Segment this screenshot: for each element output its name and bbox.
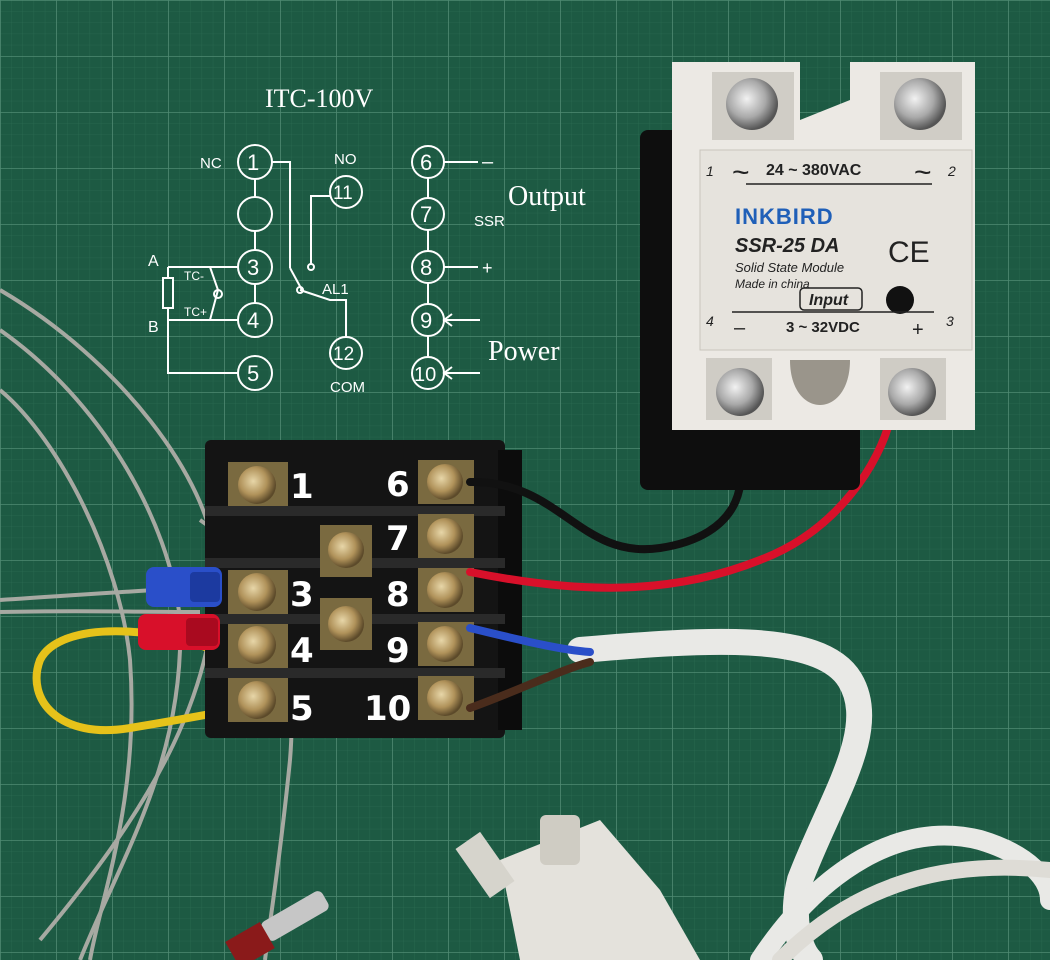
block-label-6: 6 (386, 465, 410, 505)
block-labels-left: 1 3 4 5 (290, 467, 314, 729)
diagram-nc: NC (200, 155, 222, 172)
diagram-output: Output (508, 181, 586, 212)
ssr-model: SSR-25 DA (735, 235, 839, 257)
ssr-plus: + (912, 319, 924, 341)
red-wire (466, 416, 894, 592)
terminal-8: 8 (420, 255, 432, 280)
ssr-minus: – (734, 317, 746, 339)
diagram-labels: ITC-100V NC NO A B TC- TC+ AL1 COM 1 3 4… (148, 84, 586, 396)
ssr-pin-1: 1 (706, 163, 714, 179)
ssr-dc-range: 3 ~ 32VDC (786, 319, 860, 336)
yellow-jumper-wire (32, 627, 249, 735)
block-label-7: 7 (386, 519, 410, 559)
terminal-12: 12 (333, 344, 354, 365)
block-label-9: 9 (386, 631, 410, 671)
ssr-ac-range: 24 ~ 380VAC (766, 162, 862, 179)
ssr-indicator-led (886, 286, 914, 314)
terminal-screws-left (228, 462, 288, 722)
ssr-input-label: Input (809, 292, 849, 309)
ssr-pin-3: 3 (946, 313, 954, 329)
terminal-5: 5 (247, 361, 259, 386)
diagram-plus: + (482, 258, 493, 278)
diagram-com: COM (330, 379, 365, 396)
diagram-b: B (148, 319, 159, 336)
ssr-tilde-right: ~ (914, 156, 932, 189)
terminal-3: 3 (247, 255, 259, 280)
terminal-7: 7 (420, 202, 432, 227)
terminal-11: 11 (333, 183, 353, 204)
wiring-diagram (162, 144, 480, 391)
diagram-a: A (148, 253, 159, 270)
diagram-tc-plus: TC+ (184, 305, 207, 319)
block-label-5: 5 (290, 689, 314, 729)
diagram-al1: AL1 (322, 281, 349, 298)
mains-cable (567, 628, 1050, 960)
terminal-9: 9 (420, 308, 432, 333)
blue-wire (466, 624, 594, 656)
ssr-description: Solid State Module (735, 260, 844, 275)
block-label-1: 1 (290, 467, 314, 507)
diagram-power: Power (488, 336, 560, 367)
block-label-3: 3 (290, 575, 314, 615)
ssr-pin-4: 4 (706, 313, 714, 329)
block-label-4: 4 (290, 631, 314, 671)
terminal-screws-right (418, 460, 474, 720)
terminal-screws-middle (320, 525, 372, 650)
diagram-no: NO (334, 151, 357, 168)
diagram-tc-minus: TC- (184, 269, 204, 283)
terminal-10: 10 (414, 364, 436, 386)
crimp-connectors (138, 567, 222, 650)
ssr-brand: INKBIRD (735, 204, 834, 229)
terminal-1: 1 (247, 150, 259, 175)
terminal-6: 6 (420, 150, 432, 175)
block-label-10: 10 (364, 689, 411, 729)
ssr-tilde-left: ~ (732, 156, 750, 189)
ssr-ce-mark: CE (888, 236, 930, 269)
screwdriver-tool (225, 891, 329, 960)
block-labels-right: 6 7 8 9 10 (364, 465, 411, 729)
brown-wire (466, 658, 594, 712)
ssr-label: 1 ~ 24 ~ 380VAC ~ 2 INKBIRD SSR-25 DA CE… (706, 156, 956, 341)
terminal-4: 4 (247, 308, 259, 333)
diagram-ssr: SSR (474, 213, 505, 230)
power-plug (455, 815, 700, 960)
block-label-8: 8 (386, 575, 410, 615)
ssr-pin-2: 2 (947, 163, 956, 179)
diagram-model: ITC-100V (265, 84, 374, 113)
ssr-origin: Made in china (735, 277, 810, 291)
diagram-minus: – (482, 151, 494, 173)
